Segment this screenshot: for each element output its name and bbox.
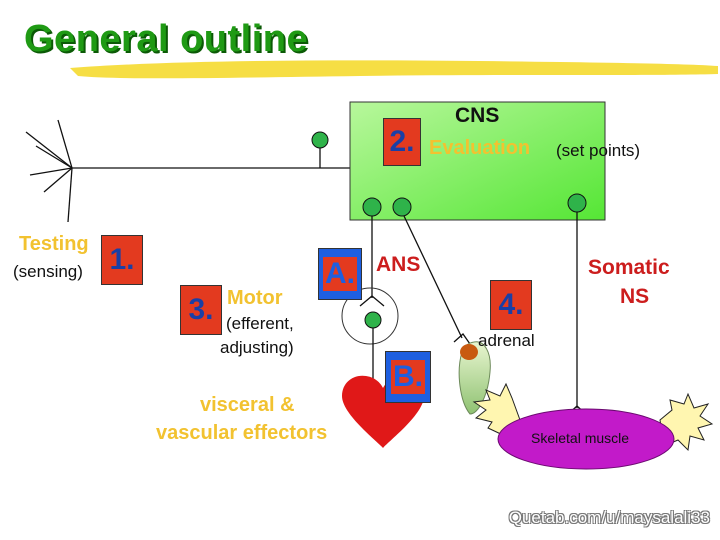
watermark-text: Quetab.com/u/maysalali33 xyxy=(508,508,710,527)
evaluation-label: Evaluation xyxy=(429,137,531,159)
ans-badge-a-text: A. xyxy=(323,257,357,291)
adrenal-medulla-shape xyxy=(460,344,478,360)
sensory-dendrites xyxy=(25,119,350,223)
adrenal-label: adrenal xyxy=(478,331,535,350)
motor-label: Motor xyxy=(227,287,283,309)
set-points-label: (set points) xyxy=(556,141,641,160)
vascular-effectors-label: vascular effectors xyxy=(156,422,328,444)
sensing-label: (sensing) xyxy=(13,262,83,281)
adrenal-neuron-body xyxy=(392,197,412,217)
somatic-label: Somatic xyxy=(588,256,670,279)
visceral-badge-b-text: B. xyxy=(391,360,425,394)
sensory-synapse-knob xyxy=(311,131,329,149)
somatic-ns-label: NS xyxy=(620,285,650,308)
adrenal-fork xyxy=(453,333,471,345)
somatic-neuron-body xyxy=(567,193,587,213)
ans-badge-a: A. xyxy=(318,248,362,300)
visceral-label: visceral & xyxy=(200,394,295,416)
ans-ganglion-knob xyxy=(364,311,382,329)
muscle-starburst-left xyxy=(472,382,521,437)
adrenal-fiber xyxy=(403,215,463,339)
ans-synapse-fork xyxy=(359,295,385,307)
step-3-badge: 3. xyxy=(180,285,222,335)
adjusting-label: adjusting) xyxy=(220,338,294,357)
visceral-badge-b: B. xyxy=(385,351,431,403)
step-2-badge: 2. xyxy=(383,118,421,166)
step-4-badge: 4. xyxy=(490,280,532,330)
step-1-badge: 1. xyxy=(101,235,143,285)
skeletal-muscle-shape xyxy=(497,408,675,470)
adrenal-gland-shape xyxy=(458,341,491,415)
ans-label: ANS xyxy=(376,253,421,276)
efferent-label: (efferent, xyxy=(226,314,294,333)
page-title: General outline xyxy=(24,18,309,60)
ans-ganglion-ring xyxy=(341,287,399,345)
testing-label: Testing xyxy=(19,233,89,255)
ans-neuron-body-1 xyxy=(362,197,382,217)
skeletal-muscle-label: Skeletal muscle xyxy=(531,430,630,446)
title-underline-stroke xyxy=(70,60,718,79)
cns-label: CNS xyxy=(455,104,500,127)
